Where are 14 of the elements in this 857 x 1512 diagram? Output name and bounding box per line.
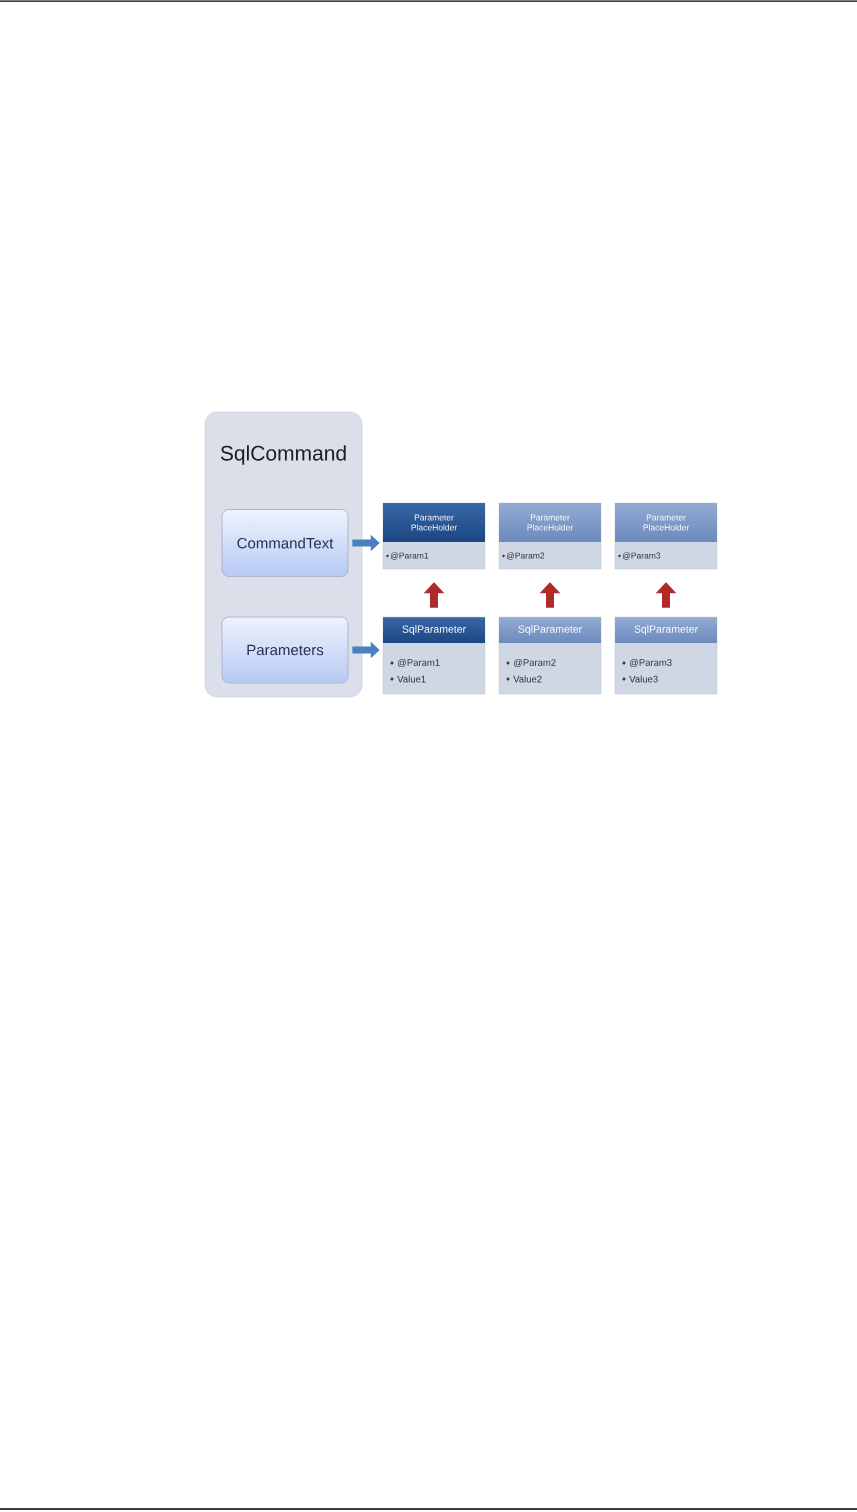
parameter-card: SqlParameter @Param2 Value2 bbox=[498, 616, 602, 695]
parameter-card: SqlParameter @Param1 Value1 bbox=[382, 616, 486, 695]
property-box: CommandText bbox=[221, 509, 349, 577]
property-box: Parameters bbox=[221, 616, 349, 684]
card-header: SqlParameter bbox=[402, 625, 466, 635]
card-header: Parameter PlaceHolder bbox=[411, 514, 457, 531]
parameter-card: SqlParameter @Param3 Value3 bbox=[614, 616, 718, 695]
card-header: SqlParameter bbox=[634, 625, 698, 635]
placeholder-card: Parameter PlaceHolder @Param1 bbox=[382, 502, 486, 570]
card-header: Parameter PlaceHolder bbox=[527, 514, 573, 531]
placeholder-card: Parameter PlaceHolder @Param2 bbox=[498, 502, 602, 570]
card-header: SqlParameter bbox=[518, 625, 582, 635]
card-header: Parameter PlaceHolder bbox=[643, 514, 689, 531]
placeholder-card: Parameter PlaceHolder @Param3 bbox=[614, 502, 718, 570]
